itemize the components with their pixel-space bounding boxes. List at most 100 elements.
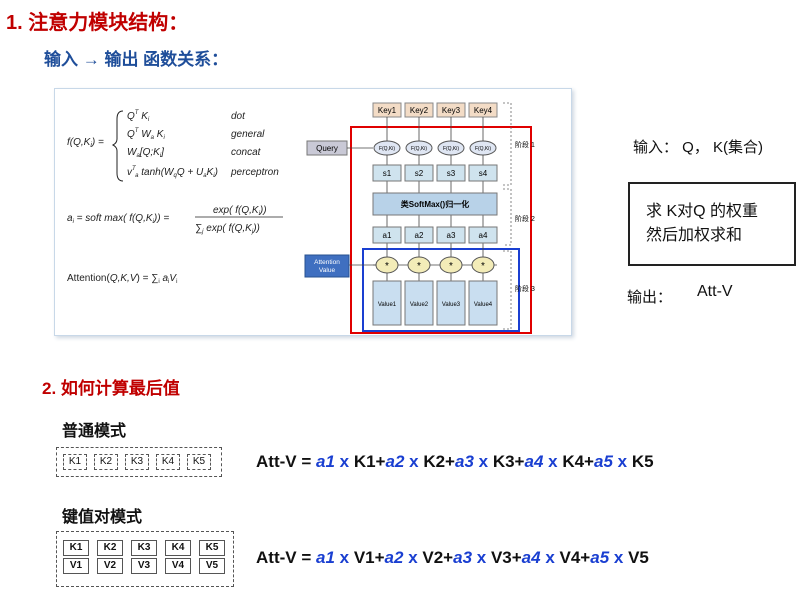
weight-box-2 bbox=[404, 226, 434, 244]
eq1-key-4: K4 bbox=[562, 452, 585, 471]
description-box: 求 K对Q 的权重 然后加权求和 bbox=[628, 182, 796, 266]
eq1-times-2: x bbox=[404, 452, 424, 471]
normal-key-2: K2 bbox=[94, 454, 118, 470]
softmax-box bbox=[372, 192, 498, 216]
softmax-numerator: exp( f(Q,Ki)) bbox=[213, 205, 267, 217]
attention-value-label-line1: Attention bbox=[314, 259, 340, 266]
key-to-f-arrows bbox=[386, 117, 484, 281]
eq1-times-3: x bbox=[473, 452, 493, 471]
stage-label-1: 阶段 1 bbox=[515, 140, 535, 149]
eq2-weight-2: a2 bbox=[384, 548, 404, 567]
eq1-plus-1: + bbox=[375, 452, 386, 471]
value-box-1 bbox=[372, 280, 402, 326]
weight-label-2: a2 bbox=[415, 231, 424, 240]
key-label-2: Key2 bbox=[410, 106, 429, 115]
score-box-4 bbox=[468, 164, 498, 182]
eq1-key-5: K5 bbox=[631, 452, 654, 471]
eq1-times-4: x bbox=[543, 452, 563, 471]
multiply-node-3 bbox=[439, 256, 463, 274]
eq1-weight-2: a2 bbox=[385, 452, 405, 471]
value-box-4 bbox=[468, 280, 498, 326]
kv-key-2: K2 bbox=[97, 540, 123, 556]
description-line-2: 然后加权求和 bbox=[646, 227, 743, 244]
eq1-times-5: x bbox=[612, 452, 632, 471]
score-row: s1 s2 s3 s4 bbox=[372, 164, 498, 182]
case-dot-name: dot bbox=[231, 111, 246, 122]
kv-value-3: V3 bbox=[131, 558, 157, 574]
kv-key-1: K1 bbox=[63, 540, 89, 556]
stage-label-3: 阶段 3 bbox=[515, 284, 535, 293]
case-perceptron-name: perceptron bbox=[230, 167, 279, 178]
eq1-weight-4: a4 bbox=[524, 452, 544, 471]
attention-diagram: f(Q,Ki) = QT Ki dot QT Wa Ki general Wa[… bbox=[67, 102, 535, 334]
eq1-weight-1: a1 bbox=[315, 452, 335, 471]
eq2-times-2: x bbox=[403, 548, 423, 567]
eq2-plus-2: + bbox=[443, 548, 454, 567]
attention-structure-figure: f(Q,Ki) = QT Ki dot QT Wa Ki general Wa[… bbox=[54, 88, 572, 336]
weight-label-3: a3 bbox=[447, 231, 456, 240]
output-value: Att-V bbox=[697, 283, 733, 300]
eq1-weight-3: a3 bbox=[454, 452, 474, 471]
value-box-3 bbox=[436, 280, 466, 326]
stage-blue-frame bbox=[362, 248, 520, 332]
section-2-title: 2. 如何计算最后值 bbox=[42, 379, 180, 398]
softmax-denominator: ∑j exp( f(Q,Kj)) bbox=[195, 223, 260, 235]
eq2-weight-3: a3 bbox=[453, 548, 473, 567]
eq1-times-1: x bbox=[334, 452, 354, 471]
key-label-4: Key4 bbox=[474, 106, 493, 115]
eq1-plus-2: + bbox=[445, 452, 455, 471]
attention-value-label-line2: Value bbox=[319, 267, 336, 274]
eq2-value-1: V1 bbox=[353, 548, 375, 567]
equation-2-lhs: Att-V = bbox=[256, 548, 316, 567]
multiply-node-2 bbox=[407, 256, 431, 274]
eq1-key-3: K3 bbox=[492, 452, 515, 471]
eq2-times-4: x bbox=[540, 548, 560, 567]
kv-value-4: V4 bbox=[165, 558, 191, 574]
kv-key-5: K5 bbox=[199, 540, 225, 556]
multiply-symbol-4: * bbox=[481, 261, 485, 272]
kv-mode-pair-set: K1 K2 K3 K4 K5 V1 V2 V3 V4 V5 bbox=[56, 531, 234, 587]
f-node-label-1: F(Q,Ki) bbox=[379, 146, 395, 152]
eq2-value-5: V5 bbox=[628, 548, 649, 567]
normal-key-3: K3 bbox=[125, 454, 149, 470]
kv-value-5: V5 bbox=[199, 558, 225, 574]
case-dot-expr: QT Ki bbox=[127, 110, 150, 123]
eq2-times-5: x bbox=[609, 548, 629, 567]
score-box-2 bbox=[404, 164, 434, 182]
kv-key-3: K3 bbox=[131, 540, 157, 556]
page-title: 1. 注意力模块结构： bbox=[6, 12, 189, 34]
score-label-2: s2 bbox=[415, 169, 424, 178]
normal-mode-key-set: K1 K2 K3 K4 K5 bbox=[56, 447, 222, 477]
case-perceptron-expr: vTa tanh(WqQ + UaKi) bbox=[127, 166, 218, 179]
kv-key-4: K4 bbox=[165, 540, 191, 556]
equation-normal-mode: Att-V = a1 x K1+a2 x K2+a3 x K3+a4 x K4+… bbox=[256, 452, 654, 472]
eq1-key-1: K1 bbox=[353, 452, 376, 471]
attention-value-box bbox=[304, 254, 350, 278]
weight-box-3 bbox=[436, 226, 466, 244]
eq1-weight-5: a5 bbox=[593, 452, 613, 471]
case-general-name: general bbox=[231, 129, 265, 140]
value-row: Value1 Value2 Value3 Value4 bbox=[372, 280, 498, 326]
value-label-4: Value4 bbox=[474, 302, 493, 308]
stage-red-frame bbox=[350, 126, 532, 334]
case-concat-expr: Wa[Q;Ki] bbox=[127, 147, 164, 159]
score-box-1 bbox=[372, 164, 402, 182]
weight-label-4: a4 bbox=[479, 231, 488, 240]
section-subtitle: 输入 → 输出 函数关系： bbox=[44, 50, 229, 69]
eq2-plus-4: + bbox=[580, 548, 591, 567]
key-label-3: Key3 bbox=[442, 106, 461, 115]
eq2-weight-5: a5 bbox=[590, 548, 610, 567]
case-concat-name: concat bbox=[231, 147, 262, 158]
eq2-value-2: V2 bbox=[422, 548, 444, 567]
formula-block: f(Q,Ki) = QT Ki dot QT Wa Ki general Wa[… bbox=[67, 110, 283, 285]
eq2-times-1: x bbox=[334, 548, 354, 567]
normal-key-4: K4 bbox=[156, 454, 180, 470]
kv-mode-title: 键值对模式 bbox=[62, 509, 143, 526]
f-node-label-4: F(Q,Ki) bbox=[475, 146, 491, 152]
f-node-row: F(Q,Ki) F(Q,Ki) F(Q,Ki) F(Q,Ki) bbox=[373, 140, 497, 156]
weight-label-1: a1 bbox=[383, 231, 392, 240]
stage-label-2: 阶段 2 bbox=[515, 214, 535, 223]
f-node-label-2: F(Q,Ki) bbox=[411, 146, 427, 152]
eq2-weight-1: a1 bbox=[315, 548, 335, 567]
input-description: 输入： Q， K(集合) bbox=[633, 139, 763, 156]
